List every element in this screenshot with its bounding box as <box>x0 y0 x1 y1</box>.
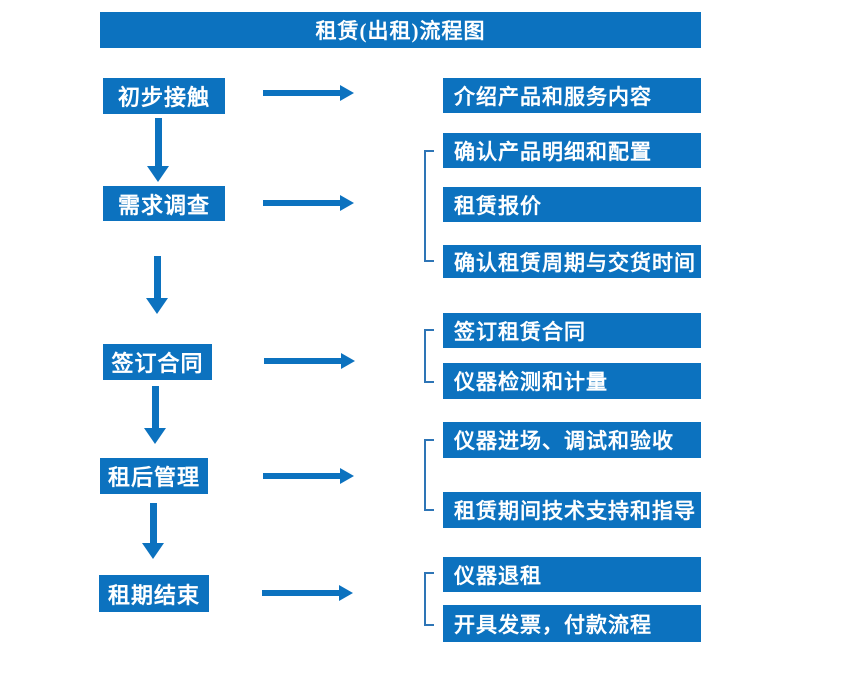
output-box-instrument-return: 仪器退租 <box>443 557 701 592</box>
output-box-sign-lease: 签订租赁合同 <box>443 313 701 348</box>
output-box-rental-quote: 租赁报价 <box>443 187 701 222</box>
right-arrow-2 <box>263 195 354 211</box>
right-arrow-4 <box>263 468 354 484</box>
arrow-head <box>340 195 354 211</box>
step-box-sign-contract: 签订合同 <box>103 344 212 380</box>
arrow-head <box>340 85 354 101</box>
right-arrow-3 <box>264 353 355 369</box>
step-box-demand-survey: 需求调查 <box>103 186 225 221</box>
step-box-post-rental: 租后管理 <box>100 458 208 494</box>
down-arrow-1 <box>147 118 169 182</box>
bracket-demand-survey-group <box>424 150 434 262</box>
arrow-shaft <box>150 503 157 544</box>
output-box-instrument-test: 仪器检测和计量 <box>443 363 701 399</box>
bracket-lease-end-group <box>424 572 434 626</box>
down-arrow-3 <box>144 386 166 444</box>
arrow-shaft <box>152 386 159 429</box>
output-box-confirm-details: 确认产品明细和配置 <box>443 133 701 168</box>
arrow-shaft <box>264 358 342 364</box>
arrow-shaft <box>155 118 162 167</box>
step-box-lease-end: 租期结束 <box>99 575 209 612</box>
arrow-head <box>340 468 354 484</box>
right-arrow-1 <box>263 85 354 101</box>
arrow-head <box>142 543 164 559</box>
arrow-head <box>341 353 355 369</box>
output-box-tech-support: 租赁期间技术支持和指导 <box>443 492 701 528</box>
output-box-invoice-payment: 开具发票，付款流程 <box>443 605 701 642</box>
step-box-initial-contact: 初步接触 <box>103 78 225 114</box>
arrow-head <box>147 166 169 182</box>
output-box-intro-products: 介绍产品和服务内容 <box>443 78 701 113</box>
down-arrow-4 <box>142 503 164 559</box>
output-box-confirm-period: 确认租赁周期与交货时间 <box>443 245 701 278</box>
down-arrow-2 <box>146 256 168 314</box>
arrow-shaft <box>154 256 161 299</box>
arrow-shaft <box>262 590 340 596</box>
arrow-shaft <box>263 90 341 96</box>
output-box-instrument-entry: 仪器进场、调试和验收 <box>443 422 701 458</box>
bracket-post-rental-group <box>424 439 434 511</box>
arrow-head <box>146 298 168 314</box>
flowchart-title: 租赁(出租)流程图 <box>100 12 701 48</box>
arrow-head <box>144 428 166 444</box>
arrow-shaft <box>263 473 341 479</box>
bracket-sign-contract-group <box>424 329 434 383</box>
arrow-head <box>339 585 353 601</box>
right-arrow-5 <box>262 585 353 601</box>
arrow-shaft <box>263 200 341 206</box>
